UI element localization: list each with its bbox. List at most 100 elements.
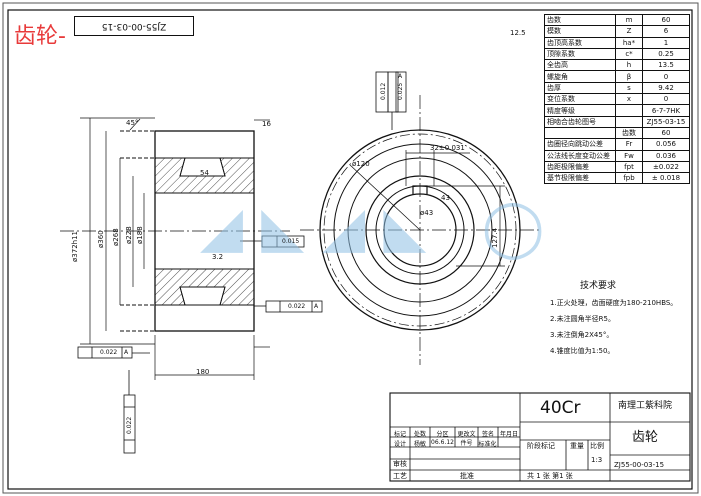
check-label: 审核 — [393, 460, 407, 468]
param-symbol: m — [615, 13, 643, 27]
param-name: 齿数 — [544, 13, 616, 27]
param-name: 相啮合齿轮图号 — [544, 115, 616, 128]
tol-d: 0.022 — [288, 303, 306, 310]
param-symbol — [615, 104, 643, 117]
revision-header: 年月日 — [499, 431, 518, 438]
tol-datum-a1: A — [398, 73, 403, 80]
approve-label: 批准 — [460, 472, 474, 480]
part-name: 齿轮 — [632, 430, 659, 445]
front-view — [300, 95, 540, 365]
ratio-label: 比例 — [590, 442, 604, 450]
param-symbol: c* — [615, 47, 643, 61]
dim-width: 180 — [196, 368, 210, 376]
revision-header: 处数 — [413, 431, 426, 438]
param-name: 顶隙系数 — [544, 47, 616, 61]
param-name: 变位系数 — [544, 93, 616, 106]
param-name: 模数 — [544, 25, 616, 38]
param-symbol: fpt — [615, 160, 643, 174]
revision-header: 签名 — [481, 431, 494, 438]
param-name: 精度等级 — [544, 104, 616, 117]
param-symbol: Fw — [615, 149, 643, 162]
tolerance-frames — [77, 71, 407, 454]
param-value: 9.42 — [642, 81, 690, 95]
revision-header: 分区 — [436, 431, 449, 438]
process-label: 工艺 — [393, 472, 407, 480]
param-name: 齿厚 — [544, 81, 616, 95]
param-value: 0.25 — [642, 47, 690, 61]
param-row: 精度等级 6-7-7HK — [544, 104, 690, 117]
param-value: 60 — [642, 126, 690, 140]
section-dimensions — [80, 117, 270, 380]
dim-ra16: 16 — [262, 120, 271, 128]
param-symbol: β — [615, 70, 643, 83]
param-value: 60 — [642, 13, 690, 27]
param-symbol: fpb — [615, 172, 643, 185]
dim-hub: ø120 — [352, 160, 370, 168]
param-value: 6 — [642, 25, 690, 38]
param-value: 0.056 — [642, 138, 690, 151]
param-name: 齿顶高系数 — [544, 36, 616, 49]
tol-a: 0.012 — [380, 82, 387, 100]
param-name: 公法线长度变动公差 — [544, 149, 616, 162]
dim-d2: ø360 — [97, 230, 105, 248]
tol-f: 0.022 — [126, 416, 133, 434]
param-symbol: Z — [615, 25, 643, 38]
scale: 1:3 — [591, 456, 603, 464]
revision-header: 标记 — [393, 431, 406, 438]
watermark-logo: ◢◣◢◣ ◯ — [200, 195, 563, 260]
material: 40Cr — [540, 398, 581, 418]
tol-c: 0.015 — [282, 238, 300, 245]
param-value: 0 — [642, 93, 690, 106]
tol-datum-a2: A — [314, 303, 319, 310]
param-symbol: Fr — [615, 138, 643, 151]
dim-c54: 54 — [200, 169, 209, 177]
weight-label: 重量 — [570, 442, 584, 450]
dim-d5: ø188 — [136, 226, 144, 244]
param-symbol — [615, 115, 643, 128]
drawing-number-stamp: ZJ55-00-03-15 — [74, 16, 194, 36]
tech-item: 4.锥度比值为1:50。 — [550, 347, 615, 355]
param-value: ZJ55-03-15 — [642, 115, 690, 128]
param-symbol: x — [615, 93, 643, 106]
param-name: 齿圈径向跳动公差 — [544, 138, 616, 151]
param-value: ±0.022 — [642, 160, 690, 174]
param-value: 0 — [642, 70, 690, 83]
param-symbol: 齿数 — [615, 126, 643, 140]
tech-heading: 技术要求 — [580, 281, 617, 291]
company: 南理工紫科院 — [618, 401, 673, 411]
param-symbol: h — [615, 59, 643, 72]
drawing-number: ZJ55-00-03-15 — [614, 461, 665, 469]
tol-b: 0.025 — [397, 82, 404, 100]
param-symbol: s — [615, 81, 643, 95]
stage-label: 阶段标记 — [527, 442, 555, 450]
dim-key-ang: 43 — [441, 194, 450, 202]
inner-frame — [7, 9, 693, 490]
param-value: 0.036 — [642, 149, 690, 162]
design-cell: 06.6.12 — [431, 439, 454, 446]
param-value: ± 0.018 — [642, 172, 690, 185]
design-cell: 标准化 — [478, 441, 497, 448]
param-value: 6-7-7HK — [642, 104, 690, 117]
param-name: 基节极限偏差 — [544, 172, 616, 185]
dim-key-w: 32±0.031 — [430, 144, 465, 152]
tol-datum-a3: A — [124, 349, 129, 356]
design-cell: 杨敏 — [413, 441, 426, 448]
section-hatching — [154, 157, 255, 306]
param-name — [544, 126, 616, 140]
revision-header: 更改文件号 — [457, 431, 476, 447]
title-block-grid — [389, 392, 691, 482]
technical-requirements: 技术要求 1.正火处理，齿面硬度为180-210HBS。 2.未注圆角半径R5。… — [550, 278, 677, 362]
